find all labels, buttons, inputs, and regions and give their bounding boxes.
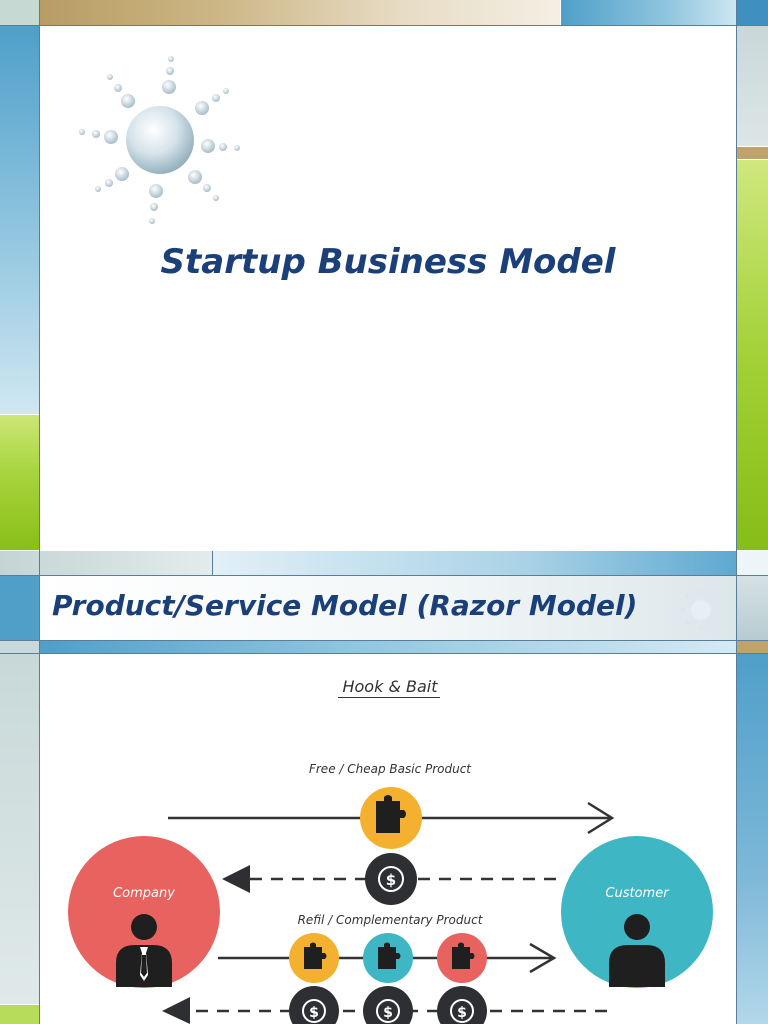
customer-circle (561, 836, 713, 988)
company-circle (68, 836, 220, 988)
payment-coin (365, 853, 417, 905)
divider-left (39, 0, 40, 551)
payment-coin (363, 986, 413, 1024)
dollar-coin-icon: $ (383, 1005, 393, 1021)
diagram-heading-underline (338, 697, 440, 698)
slide-2-under-strip-right (737, 641, 768, 653)
slide-2-line-right (736, 551, 737, 1024)
slide-2-top-strip-blue (213, 551, 736, 575)
top-left-corner (0, 0, 39, 25)
person-icon (609, 914, 665, 987)
slide-2-title: Product/Service Model (Razor Model) (52, 589, 638, 622)
sun-logo-icon (79, 56, 240, 224)
divider-top (0, 25, 768, 26)
slide-2-line-under (0, 653, 768, 654)
arrow-right-icon (529, 942, 557, 974)
top-band-blue (561, 0, 736, 25)
dollar-coin-icon: $ (386, 871, 396, 889)
slide-2: Product/Service Model (Razor Model) Hook… (0, 551, 768, 1024)
left-stripe-blue (0, 26, 39, 414)
slide-2-line-left (39, 551, 40, 1024)
middle-flow-label: Refil / Complementary Product (297, 913, 483, 927)
slide-2-line-mid (212, 551, 213, 575)
slide-2-title-band-left (0, 576, 39, 640)
right-stripe-grey (737, 26, 768, 146)
divider-right (736, 0, 737, 551)
slide-1-title: Startup Business Model (160, 242, 616, 282)
slide-2-title-band-right (737, 576, 768, 640)
arrow-left-icon (222, 865, 250, 893)
puzzle-piece-icon (452, 942, 475, 969)
arrow-left-icon (162, 997, 190, 1024)
slide-2-under-strip (40, 641, 736, 653)
slide-2-title-band (40, 576, 736, 640)
slide-2-top-strip-corner (737, 551, 768, 575)
slide-2-left-stripe-green (0, 1005, 39, 1024)
puzzle-piece-icon (304, 942, 327, 969)
right-stripe-green (737, 160, 768, 550)
sun-logo-small-icon (680, 589, 722, 631)
right-stripe-tan (737, 147, 768, 159)
arrow-right-icon (587, 801, 615, 835)
dollar-coin-icon: $ (457, 1005, 467, 1021)
slide-2-top-strip-grey (0, 551, 212, 575)
slide-2-line-top (0, 575, 768, 576)
left-stripe-green (0, 415, 39, 550)
puzzle-piece-icon (376, 795, 406, 833)
razor-diagram: Company Customer $ $ (68, 787, 713, 1024)
slide-2-line-title (0, 640, 768, 641)
top-band-tan (40, 0, 560, 25)
customer-label: Customer (605, 886, 670, 901)
top-flow-label: Free / Cheap Basic Product (308, 762, 472, 776)
slide-1: Startup Business Model (0, 0, 768, 551)
payment-coin (437, 986, 487, 1024)
person-icon (116, 914, 172, 987)
payment-coin (289, 986, 339, 1024)
diagram-heading: Hook & Bait (342, 677, 438, 696)
dollar-coin-icon: $ (309, 1005, 319, 1021)
slide-2-left-stripe (0, 654, 39, 1004)
company-label: Company (113, 886, 175, 901)
slide-2-right-stripe (737, 654, 768, 1024)
top-band-corner (737, 0, 768, 25)
puzzle-piece-icon (378, 942, 401, 969)
slide-2-under-strip-left (0, 641, 39, 653)
